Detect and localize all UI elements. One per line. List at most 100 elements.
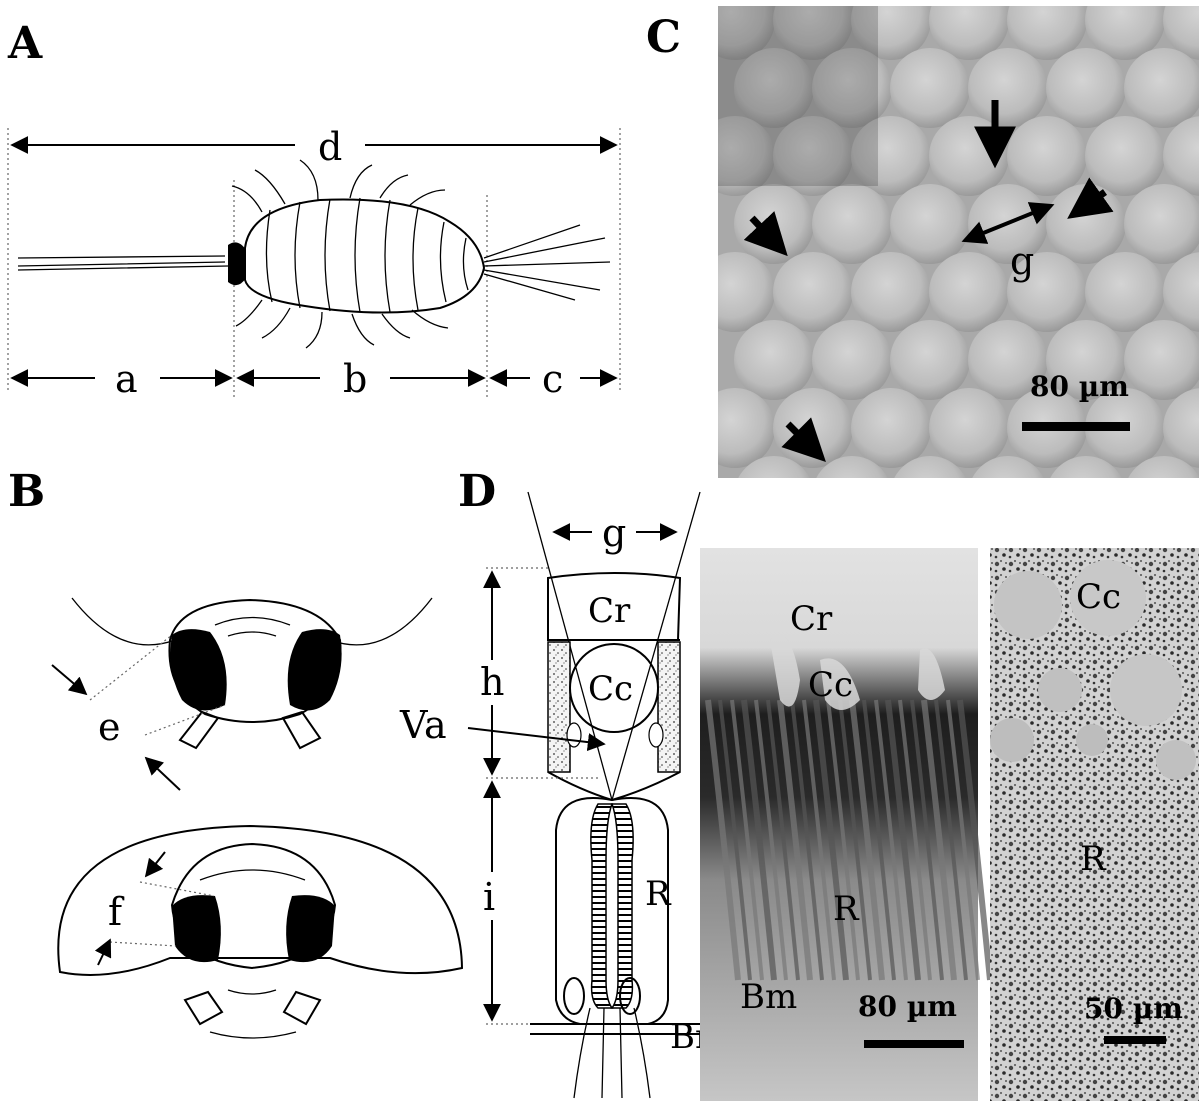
scale-bar-label: 80 µm bbox=[1030, 370, 1129, 403]
micro2-label-cc: Cc bbox=[1076, 577, 1121, 617]
panel-letter-b: B bbox=[8, 466, 45, 517]
nucleus bbox=[649, 723, 663, 747]
ommatidium-facet bbox=[695, 388, 775, 468]
compound-eye-left-dorsal bbox=[172, 895, 221, 962]
label-i: i bbox=[483, 875, 495, 919]
cone-cell-section bbox=[1076, 724, 1108, 756]
micro1-label-cr: Cr bbox=[790, 599, 833, 639]
panel-letter-c: C bbox=[646, 12, 681, 63]
panel-c: C g 80 µm bbox=[646, 0, 1199, 536]
antenna-stub-left bbox=[185, 992, 222, 1024]
cone-cell-section bbox=[1038, 668, 1082, 712]
mouthparts bbox=[210, 990, 296, 1038]
panel-a: A d bbox=[7, 18, 620, 401]
arrow-f-top bbox=[146, 852, 165, 876]
retinula-nucleus bbox=[564, 978, 584, 1014]
ommatidium-facet bbox=[929, 388, 1009, 468]
label-a: a bbox=[115, 357, 138, 401]
arrow-e-bottom bbox=[146, 758, 180, 790]
label-d: d bbox=[318, 125, 342, 169]
ommatidium-facet bbox=[851, 252, 931, 332]
ommatidium-facet bbox=[890, 456, 970, 536]
ommatidium-facet bbox=[773, 252, 853, 332]
panel-d: D g Cr Cc Va R Bm bbox=[399, 466, 727, 1098]
antenna-base-left bbox=[180, 712, 218, 748]
body-outline bbox=[72, 598, 432, 645]
micro1-label-r: R bbox=[833, 889, 860, 929]
label-c: c bbox=[542, 357, 563, 401]
panel-letter-d: D bbox=[458, 466, 496, 517]
micrograph-longitudinal-section: Cr Cc R Bm 80 µm bbox=[700, 548, 990, 1101]
ommatidium-facet bbox=[851, 388, 931, 468]
ommatidium-facet bbox=[812, 320, 892, 400]
label-g: g bbox=[1010, 239, 1034, 283]
ommatidium-facet bbox=[734, 184, 814, 264]
head-sutures bbox=[215, 618, 290, 637]
label-r-schematic: R bbox=[645, 874, 672, 914]
label-f: f bbox=[108, 890, 125, 934]
arrow-f-bottom bbox=[98, 940, 110, 965]
ommatidium-facet bbox=[968, 456, 1048, 536]
ommatidium-facet bbox=[1007, 116, 1087, 196]
ommatidium-facet bbox=[929, 252, 1009, 332]
ommatidium-facet bbox=[773, 388, 853, 468]
antenna-stub-right bbox=[284, 992, 320, 1024]
ommatidium-facet bbox=[734, 456, 814, 536]
label-e: e bbox=[98, 705, 121, 749]
cone-cell-section bbox=[994, 571, 1062, 639]
ommatidium-facet bbox=[812, 456, 892, 536]
compound-eye-right bbox=[288, 629, 342, 710]
micro1-scale-bar bbox=[864, 1040, 964, 1048]
insect-body bbox=[245, 199, 484, 312]
micro1-label-cc: Cc bbox=[808, 665, 853, 705]
ommatidium-facet bbox=[1085, 116, 1165, 196]
rhabdom-left bbox=[591, 804, 612, 1008]
ommatidium-facet bbox=[890, 320, 970, 400]
label-cr-schematic: Cr bbox=[588, 591, 631, 631]
panel-b: B e f bbox=[8, 466, 462, 1038]
compound-eye-left bbox=[170, 629, 226, 710]
antenna-left bbox=[18, 256, 228, 270]
pigment-cell-right bbox=[658, 642, 680, 772]
micro1-scale-label: 80 µm bbox=[858, 990, 957, 1023]
cone-cell-section bbox=[990, 718, 1034, 762]
label-b: b bbox=[343, 357, 367, 401]
pigment-cell-left bbox=[548, 642, 570, 772]
pigment-base bbox=[548, 772, 680, 800]
scale-bar bbox=[1022, 422, 1130, 431]
shadow bbox=[718, 6, 878, 186]
micro2-label-r: R bbox=[1080, 839, 1107, 879]
cone-cell-section bbox=[1110, 654, 1182, 726]
label-h: h bbox=[480, 660, 504, 704]
compound-eye-right-dorsal bbox=[286, 895, 335, 962]
label-cc-schematic: Cc bbox=[588, 669, 633, 709]
guide-line bbox=[90, 635, 172, 700]
ommatidium-facet bbox=[1085, 252, 1165, 332]
ommatidium-facet bbox=[734, 320, 814, 400]
panel-letter-a: A bbox=[7, 18, 43, 69]
cerci bbox=[484, 225, 610, 300]
insect-legs bbox=[232, 160, 448, 348]
guide-line bbox=[110, 942, 176, 946]
ommatidium-facet bbox=[890, 48, 970, 128]
ommatidium-facet bbox=[812, 184, 892, 264]
insect-head bbox=[228, 242, 246, 285]
axons bbox=[574, 1008, 650, 1098]
ommatidium-facet bbox=[695, 252, 775, 332]
nucleus bbox=[567, 723, 581, 747]
cone-cell-section bbox=[1156, 740, 1196, 780]
ommatidium-facet bbox=[1046, 48, 1126, 128]
arrow-e-top bbox=[52, 665, 86, 694]
label-va: Va bbox=[399, 703, 447, 747]
ommatidium-facet bbox=[890, 184, 970, 264]
micro1-label-bm: Bm bbox=[740, 977, 797, 1017]
ommatidium-facet bbox=[1046, 184, 1126, 264]
ommatidium-facet bbox=[1046, 456, 1126, 536]
micrograph-cross-section: Cc R 50 µm bbox=[990, 548, 1199, 1101]
head-suture bbox=[200, 870, 305, 880]
label-g-schematic: g bbox=[602, 511, 626, 555]
va-pointer bbox=[468, 728, 604, 744]
micro2-scale-bar bbox=[1104, 1036, 1166, 1044]
ommatidium-facet bbox=[968, 48, 1048, 128]
